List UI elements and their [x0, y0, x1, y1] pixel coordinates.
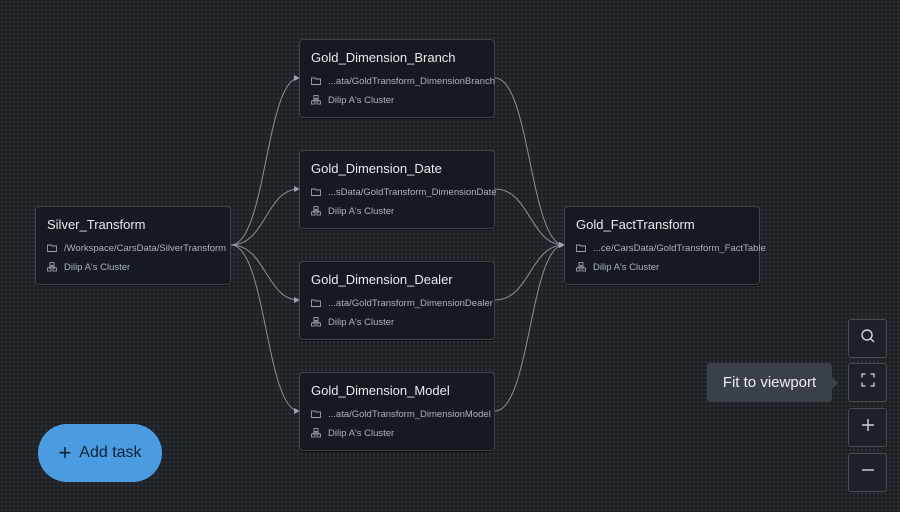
folder-icon [576, 243, 586, 253]
notebook-path: ...ata/GoldTransform_DimensionModel [328, 408, 491, 420]
edge-branch-to-fact [494, 77, 565, 248]
cluster-icon [576, 262, 586, 272]
plus-icon [861, 418, 875, 437]
task-title: Silver_Transform [47, 217, 146, 232]
notebook-path: ...sData/GoldTransform_DimensionDate [328, 186, 497, 198]
cluster-name: Dilip A's Cluster [328, 205, 395, 217]
cluster-icon [311, 95, 321, 105]
task-title: Gold_FactTransform [576, 217, 695, 232]
folder-icon [311, 409, 321, 419]
notebook-path: ...ata/GoldTransform_DimensionBranch [328, 75, 496, 87]
task-title: Gold_Dimension_Dealer [311, 272, 453, 287]
folder-icon [311, 187, 321, 197]
cluster-icon [311, 428, 321, 438]
plus-icon: + [58, 440, 72, 465]
minus-icon [861, 463, 875, 482]
cluster-name: Dilip A's Cluster [328, 427, 395, 439]
edge-date-to-fact [494, 188, 565, 248]
task-title: Gold_Dimension_Date [311, 161, 442, 176]
search-button[interactable] [848, 319, 887, 358]
cluster-name: Dilip A's Cluster [328, 316, 395, 328]
fit-to-viewport-button[interactable] [848, 363, 887, 402]
cluster-icon [311, 206, 321, 216]
edge-silver-to-date [230, 186, 300, 246]
fit-to-viewport-tooltip: Fit to viewport [707, 363, 838, 402]
edge-silver-to-branch [230, 75, 300, 246]
cluster-name: Dilip A's Cluster [593, 261, 660, 273]
zoom-out-button[interactable] [848, 453, 887, 492]
task-node-gold-dimension-branch[interactable]: Gold_Dimension_Branch ...ata/GoldTransfo… [299, 39, 495, 118]
notebook-path: ...ata/GoldTransform_DimensionDealer [328, 297, 493, 309]
folder-icon [311, 298, 321, 308]
task-node-gold-dimension-date[interactable]: Gold_Dimension_Date ...sData/GoldTransfo… [299, 150, 497, 229]
task-node-gold-fact-transform[interactable]: Gold_FactTransform ...ce/CarsData/GoldTr… [564, 206, 766, 285]
add-task-button[interactable]: + Add task [38, 424, 162, 482]
notebook-path: /Workspace/CarsData/SilverTransform [64, 242, 227, 254]
cluster-name: Dilip A's Cluster [328, 94, 395, 106]
add-task-label: Add task [79, 444, 142, 461]
tooltip-label: Fit to viewport [722, 374, 817, 391]
edge-silver-to-dealer [230, 244, 300, 303]
edge-dealer-to-fact [494, 242, 565, 301]
edge-silver-to-model [230, 244, 300, 414]
task-node-gold-dimension-model[interactable]: Gold_Dimension_Model ...ata/GoldTransfor… [299, 372, 495, 451]
task-title: Gold_Dimension_Model [311, 383, 450, 398]
task-node-silver-transform[interactable]: Silver_Transform /Workspace/CarsData/Sil… [35, 206, 231, 285]
task-node-gold-dimension-dealer[interactable]: Gold_Dimension_Dealer ...ata/GoldTransfo… [299, 261, 495, 340]
search-icon [860, 328, 876, 349]
folder-icon [47, 243, 57, 253]
notebook-path: ...ce/CarsData/GoldTransform_FactTable [593, 242, 766, 254]
zoom-in-button[interactable] [848, 408, 887, 447]
cluster-icon [47, 262, 57, 272]
task-title: Gold_Dimension_Branch [311, 50, 456, 65]
edge-model-to-fact [494, 242, 565, 412]
fit-to-viewport-icon [860, 373, 875, 392]
folder-icon [311, 76, 321, 86]
cluster-icon [311, 317, 321, 327]
cluster-name: Dilip A's Cluster [64, 261, 131, 273]
